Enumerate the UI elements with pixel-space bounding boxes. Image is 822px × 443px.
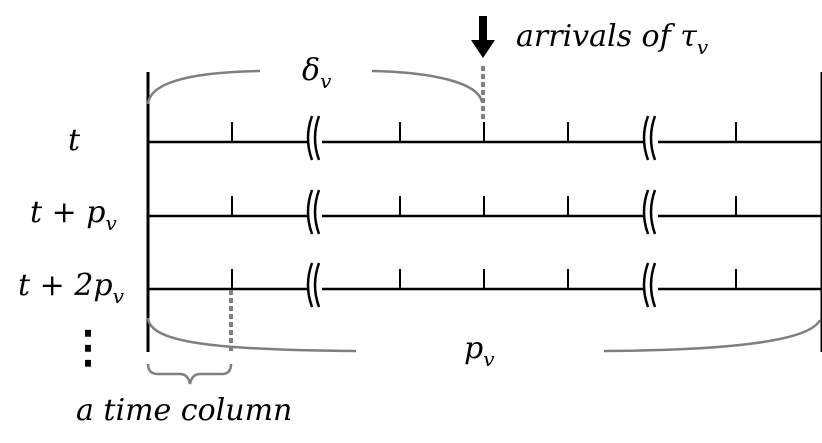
time-column-brace — [146, 363, 233, 385]
timeline-row-1 — [148, 115, 822, 161]
break-mark — [642, 262, 658, 308]
break-mark — [306, 262, 322, 308]
break-mark — [306, 115, 322, 161]
period-label: pv — [464, 331, 495, 371]
arrival-arrow-icon — [471, 16, 495, 58]
timeline-row-3 — [148, 262, 822, 308]
vertical-ellipsis: ⋮ — [66, 322, 110, 373]
row-label-3: t + 2pv — [18, 268, 125, 308]
row-label-1: t — [68, 123, 81, 158]
delta-brace — [146, 69, 484, 105]
arrivals-label: arrivals of τv — [516, 19, 709, 59]
break-mark — [306, 189, 322, 235]
timeline-row-2 — [148, 189, 822, 235]
row-label-2: t + pv — [30, 195, 117, 235]
time-column-label: a time column — [76, 393, 292, 428]
delta-label: δv — [302, 53, 332, 93]
break-mark — [642, 189, 658, 235]
break-mark — [642, 115, 658, 161]
period-brace — [146, 317, 822, 353]
